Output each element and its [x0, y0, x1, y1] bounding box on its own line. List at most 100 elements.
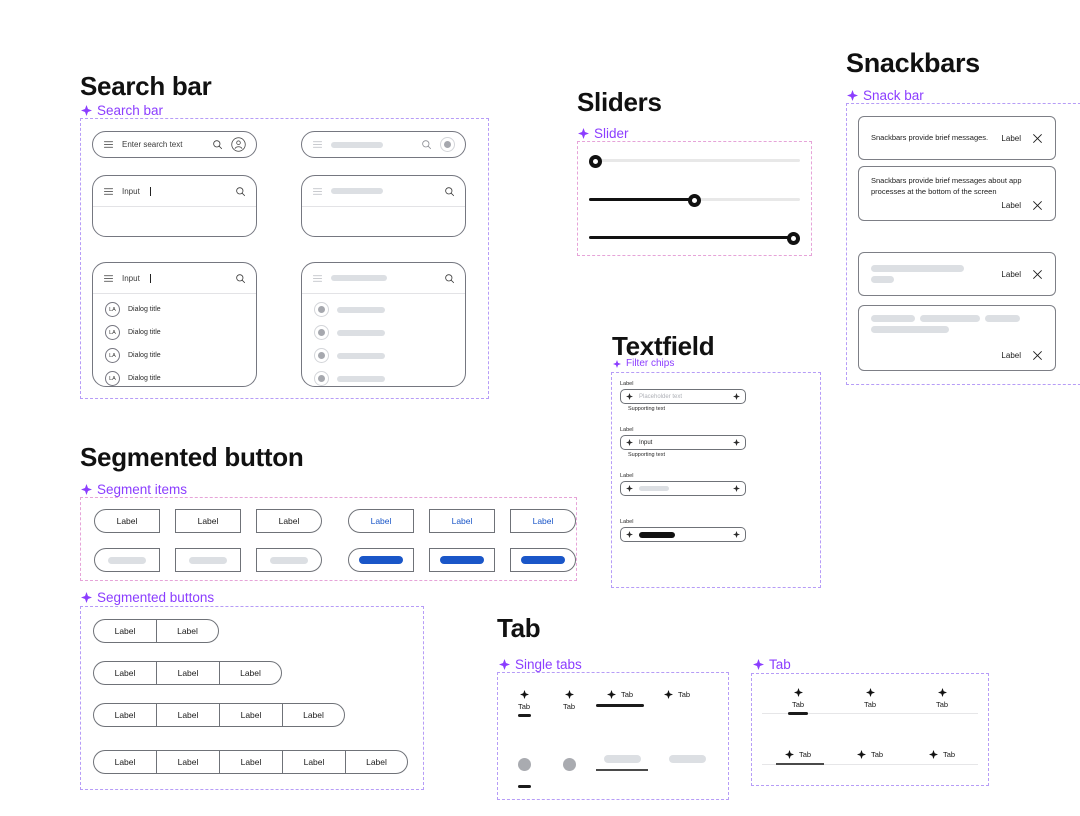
segment-item[interactable]: [348, 548, 414, 572]
tab-skeleton-horizontal-selected[interactable]: [596, 755, 648, 771]
segment-item[interactable]: Label: [175, 509, 241, 533]
list-item[interactable]: LA Dialog title: [93, 344, 256, 367]
search-icon[interactable]: [212, 139, 223, 150]
menu-icon[interactable]: [103, 139, 114, 150]
close-icon[interactable]: [1032, 269, 1043, 280]
segmented-button-option[interactable]: Label: [219, 703, 282, 727]
segmented-button-option[interactable]: Label: [219, 750, 282, 774]
textfield-input[interactable]: [620, 481, 746, 496]
search-icon[interactable]: [421, 139, 432, 150]
slider-100[interactable]: [589, 230, 800, 246]
slider-thumb[interactable]: [589, 155, 602, 168]
diamond-icon[interactable]: [733, 439, 740, 446]
segment-item[interactable]: [429, 548, 495, 572]
avatar-placeholder-icon[interactable]: [440, 137, 455, 152]
list-item[interactable]: [302, 298, 465, 321]
snackbar-action-button[interactable]: Label: [1001, 351, 1021, 360]
segment-item[interactable]: Label: [256, 509, 322, 533]
search-bar-list-header[interactable]: [302, 263, 465, 293]
tab-item[interactable]: Tab: [928, 750, 955, 759]
list-item[interactable]: LA Dialog title: [93, 298, 256, 321]
search-bar-list-header[interactable]: Input: [93, 263, 256, 293]
list-item[interactable]: LA Dialog title: [93, 321, 256, 344]
segmented-button-option[interactable]: Label: [156, 661, 219, 685]
menu-icon[interactable]: [103, 186, 114, 197]
close-icon[interactable]: [1032, 200, 1043, 211]
segmented-button-option[interactable]: Label: [93, 661, 156, 685]
search-input-skeleton[interactable]: [331, 141, 383, 148]
search-icon[interactable]: [444, 273, 455, 284]
segment-item[interactable]: Label: [429, 509, 495, 533]
segmented-button-option[interactable]: Label: [156, 619, 219, 643]
search-bar-filled[interactable]: Enter search text: [92, 131, 257, 158]
textfield-value[interactable]: Placeholder text: [639, 393, 683, 400]
segmented-button-option[interactable]: Label: [156, 703, 219, 727]
textfield-input[interactable]: [620, 527, 746, 542]
search-bar-expanded-header[interactable]: [302, 176, 465, 206]
diamond-icon[interactable]: [733, 531, 740, 538]
list-item[interactable]: LA Dialog title: [93, 367, 256, 386]
segment-item[interactable]: Label: [510, 509, 576, 533]
segmented-button-option[interactable]: Label: [93, 750, 156, 774]
account-circle-icon[interactable]: [231, 137, 246, 152]
tab-horizontal-selected[interactable]: Tab: [596, 690, 644, 707]
search-icon[interactable]: [235, 186, 246, 197]
search-bar-expanded-header[interactable]: Input: [93, 176, 256, 206]
segment-item[interactable]: Label: [94, 509, 160, 533]
segment-item[interactable]: [510, 548, 576, 572]
menu-icon[interactable]: [312, 139, 323, 150]
search-input-skeleton[interactable]: [331, 188, 383, 194]
search-bar-expanded-filled[interactable]: Input: [92, 175, 257, 237]
segment-item[interactable]: [94, 548, 160, 572]
tab-skeleton-vertical-selected[interactable]: [511, 758, 537, 788]
tab-horizontal-unselected[interactable]: Tab: [664, 690, 690, 699]
search-bar-expanded-skeleton[interactable]: [301, 175, 466, 237]
list-item[interactable]: [302, 367, 465, 386]
search-bar-skeleton[interactable]: [301, 131, 466, 158]
segmented-button-option[interactable]: Label: [93, 619, 156, 643]
menu-icon[interactable]: [312, 273, 323, 284]
segment-item[interactable]: Label: [348, 509, 414, 533]
segmented-button-option[interactable]: Label: [282, 703, 345, 727]
tab-item[interactable]: Tab: [864, 688, 876, 709]
search-bar-list-filled[interactable]: Input LA Dialog title LA Dialog title LA…: [92, 262, 257, 387]
diamond-icon[interactable]: [733, 485, 740, 492]
slider-thumb[interactable]: [787, 232, 800, 245]
segmented-button-option[interactable]: Label: [156, 750, 219, 774]
search-input-value[interactable]: Input: [122, 186, 140, 196]
search-icon[interactable]: [444, 186, 455, 197]
close-icon[interactable]: [1032, 133, 1043, 144]
search-input-skeleton[interactable]: [331, 275, 387, 281]
tab-vertical-selected[interactable]: Tab: [511, 690, 537, 717]
snackbar-action-button[interactable]: Label: [1001, 269, 1021, 279]
segmented-button-option[interactable]: Label: [219, 661, 282, 685]
textfield-input[interactable]: Placeholder text: [620, 389, 746, 404]
slider-50[interactable]: [589, 192, 800, 208]
search-input-value[interactable]: Input: [122, 273, 140, 283]
textfield-value[interactable]: Input: [639, 439, 653, 446]
tab-item[interactable]: Tab: [936, 688, 948, 709]
slider-0[interactable]: [589, 153, 800, 169]
segment-item[interactable]: [256, 548, 322, 572]
segmented-button-option[interactable]: Label: [93, 703, 156, 727]
menu-icon[interactable]: [312, 186, 323, 197]
tab-skeleton-vertical-unselected[interactable]: [556, 758, 582, 771]
snackbar-action-button[interactable]: Label: [1001, 201, 1021, 210]
diamond-icon[interactable]: [733, 393, 740, 400]
tab-vertical-unselected[interactable]: Tab: [556, 690, 582, 711]
tab-item[interactable]: Tab: [856, 750, 883, 759]
list-item[interactable]: [302, 321, 465, 344]
menu-icon[interactable]: [103, 273, 114, 284]
snackbar-action-button[interactable]: Label: [1001, 133, 1021, 143]
segment-item[interactable]: [175, 548, 241, 572]
segmented-button-option[interactable]: Label: [345, 750, 408, 774]
tab-item[interactable]: Tab: [784, 750, 811, 759]
search-icon[interactable]: [235, 273, 246, 284]
close-icon[interactable]: [1032, 350, 1043, 361]
tab-skeleton-horizontal-unselected[interactable]: [669, 755, 706, 763]
search-input-value[interactable]: Enter search text: [122, 140, 183, 149]
segmented-button-option[interactable]: Label: [282, 750, 345, 774]
search-bar-list-skeleton[interactable]: [301, 262, 466, 387]
slider-track[interactable]: [589, 159, 800, 162]
tab-item[interactable]: Tab: [792, 688, 804, 709]
